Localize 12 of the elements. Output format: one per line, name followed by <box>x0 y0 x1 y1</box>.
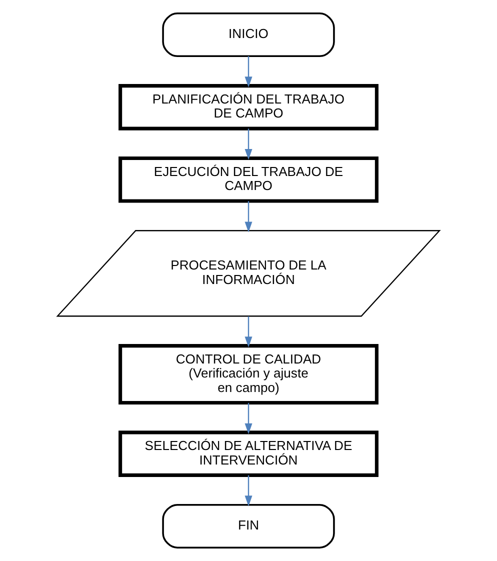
node-box: CONTROL DE CALIDAD (Verificación y ajuste en campo) <box>118 344 378 405</box>
arrow <box>244 402 252 434</box>
node-box: EJECUCIÓN DEL TRABAJO DE CAMPO <box>118 156 378 203</box>
node-box: FIN <box>162 504 335 548</box>
arrow <box>244 316 252 348</box>
arrow <box>244 475 252 506</box>
node-box: INICIO <box>162 12 335 58</box>
node-box: PLANIFICACIÓN DEL TRABAJO DE CAMPO <box>118 84 378 130</box>
arrow <box>244 128 252 160</box>
node-box: SELECCIÓN DE ALTERNATIVA DE INTERVENCIÓN <box>118 430 378 477</box>
arrow <box>244 56 252 88</box>
arrow <box>244 201 252 232</box>
